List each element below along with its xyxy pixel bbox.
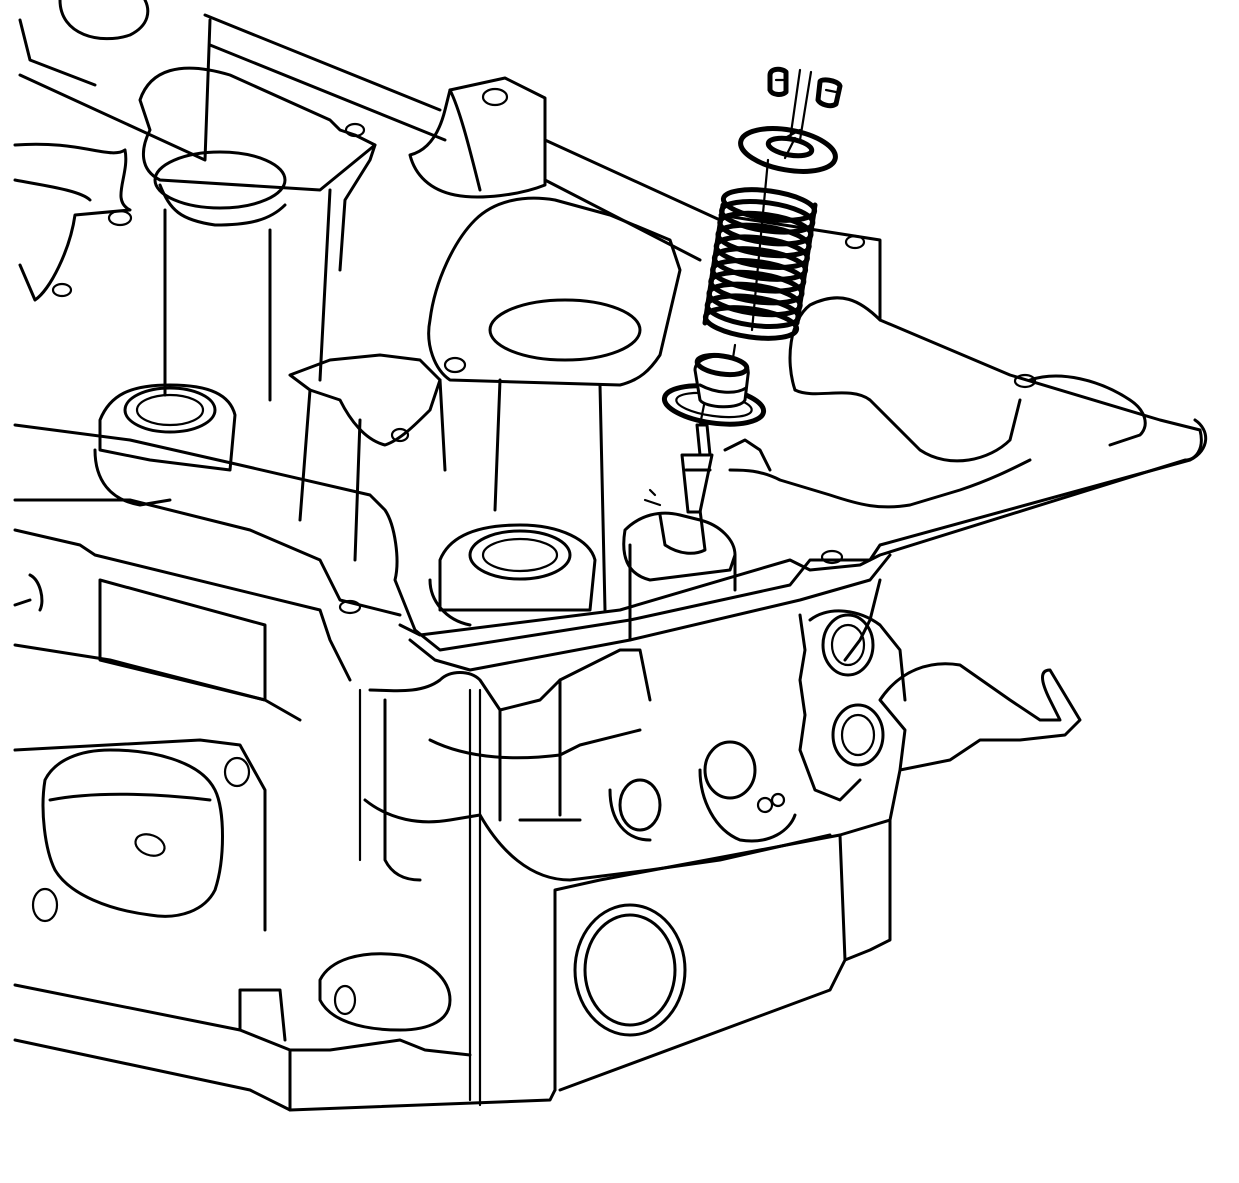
bolt-wells <box>93 383 597 627</box>
valve-spring-retainer <box>738 126 838 174</box>
spring-outline <box>702 202 818 326</box>
valve-stem-seal <box>693 343 750 409</box>
valve-stem <box>622 398 772 642</box>
cylinder-head <box>13 0 1208 1112</box>
valve-spring <box>702 158 818 341</box>
valve-keepers <box>767 66 843 142</box>
